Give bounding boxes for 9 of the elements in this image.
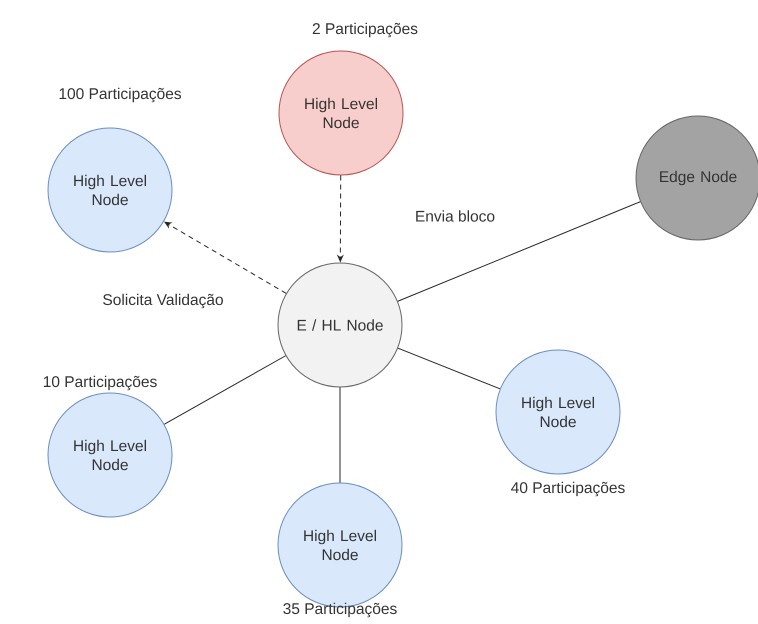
- edge-label: Solicita Validação: [101, 292, 225, 310]
- participation-label: 2 Participações: [312, 22, 418, 38]
- participation-label: 40 Participações: [511, 482, 625, 496]
- participation-label: 100 Participações: [60, 88, 181, 102]
- connector: [164, 355, 286, 425]
- connector: [397, 201, 641, 302]
- participation-label: 10 Participações: [44, 376, 157, 390]
- edge-label: Envia bloco: [414, 209, 496, 223]
- connector: [398, 348, 500, 390]
